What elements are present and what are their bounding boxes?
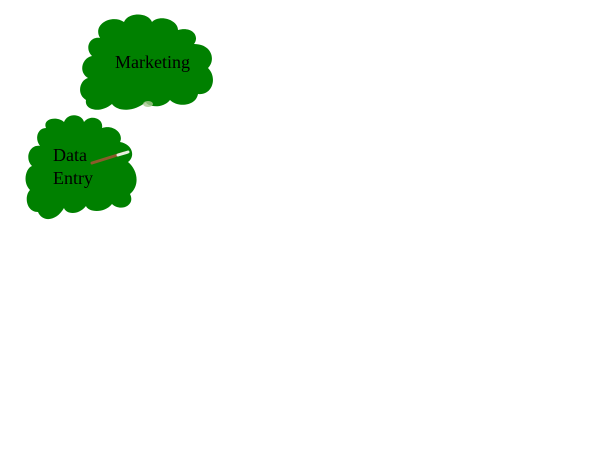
cloud-shape-data-entry — [25, 115, 137, 220]
connector-marketing-data-entry — [90, 101, 153, 165]
label-marketing: Marketing — [115, 52, 190, 72]
cloud-shape-marketing — [80, 14, 213, 110]
cloud-data-entry[interactable] — [25, 115, 137, 220]
label-data-entry: Data Entry — [53, 145, 93, 188]
cloud-marketing[interactable] — [80, 14, 213, 110]
connector-highlight — [116, 150, 130, 157]
connector-glow-top — [143, 101, 153, 107]
